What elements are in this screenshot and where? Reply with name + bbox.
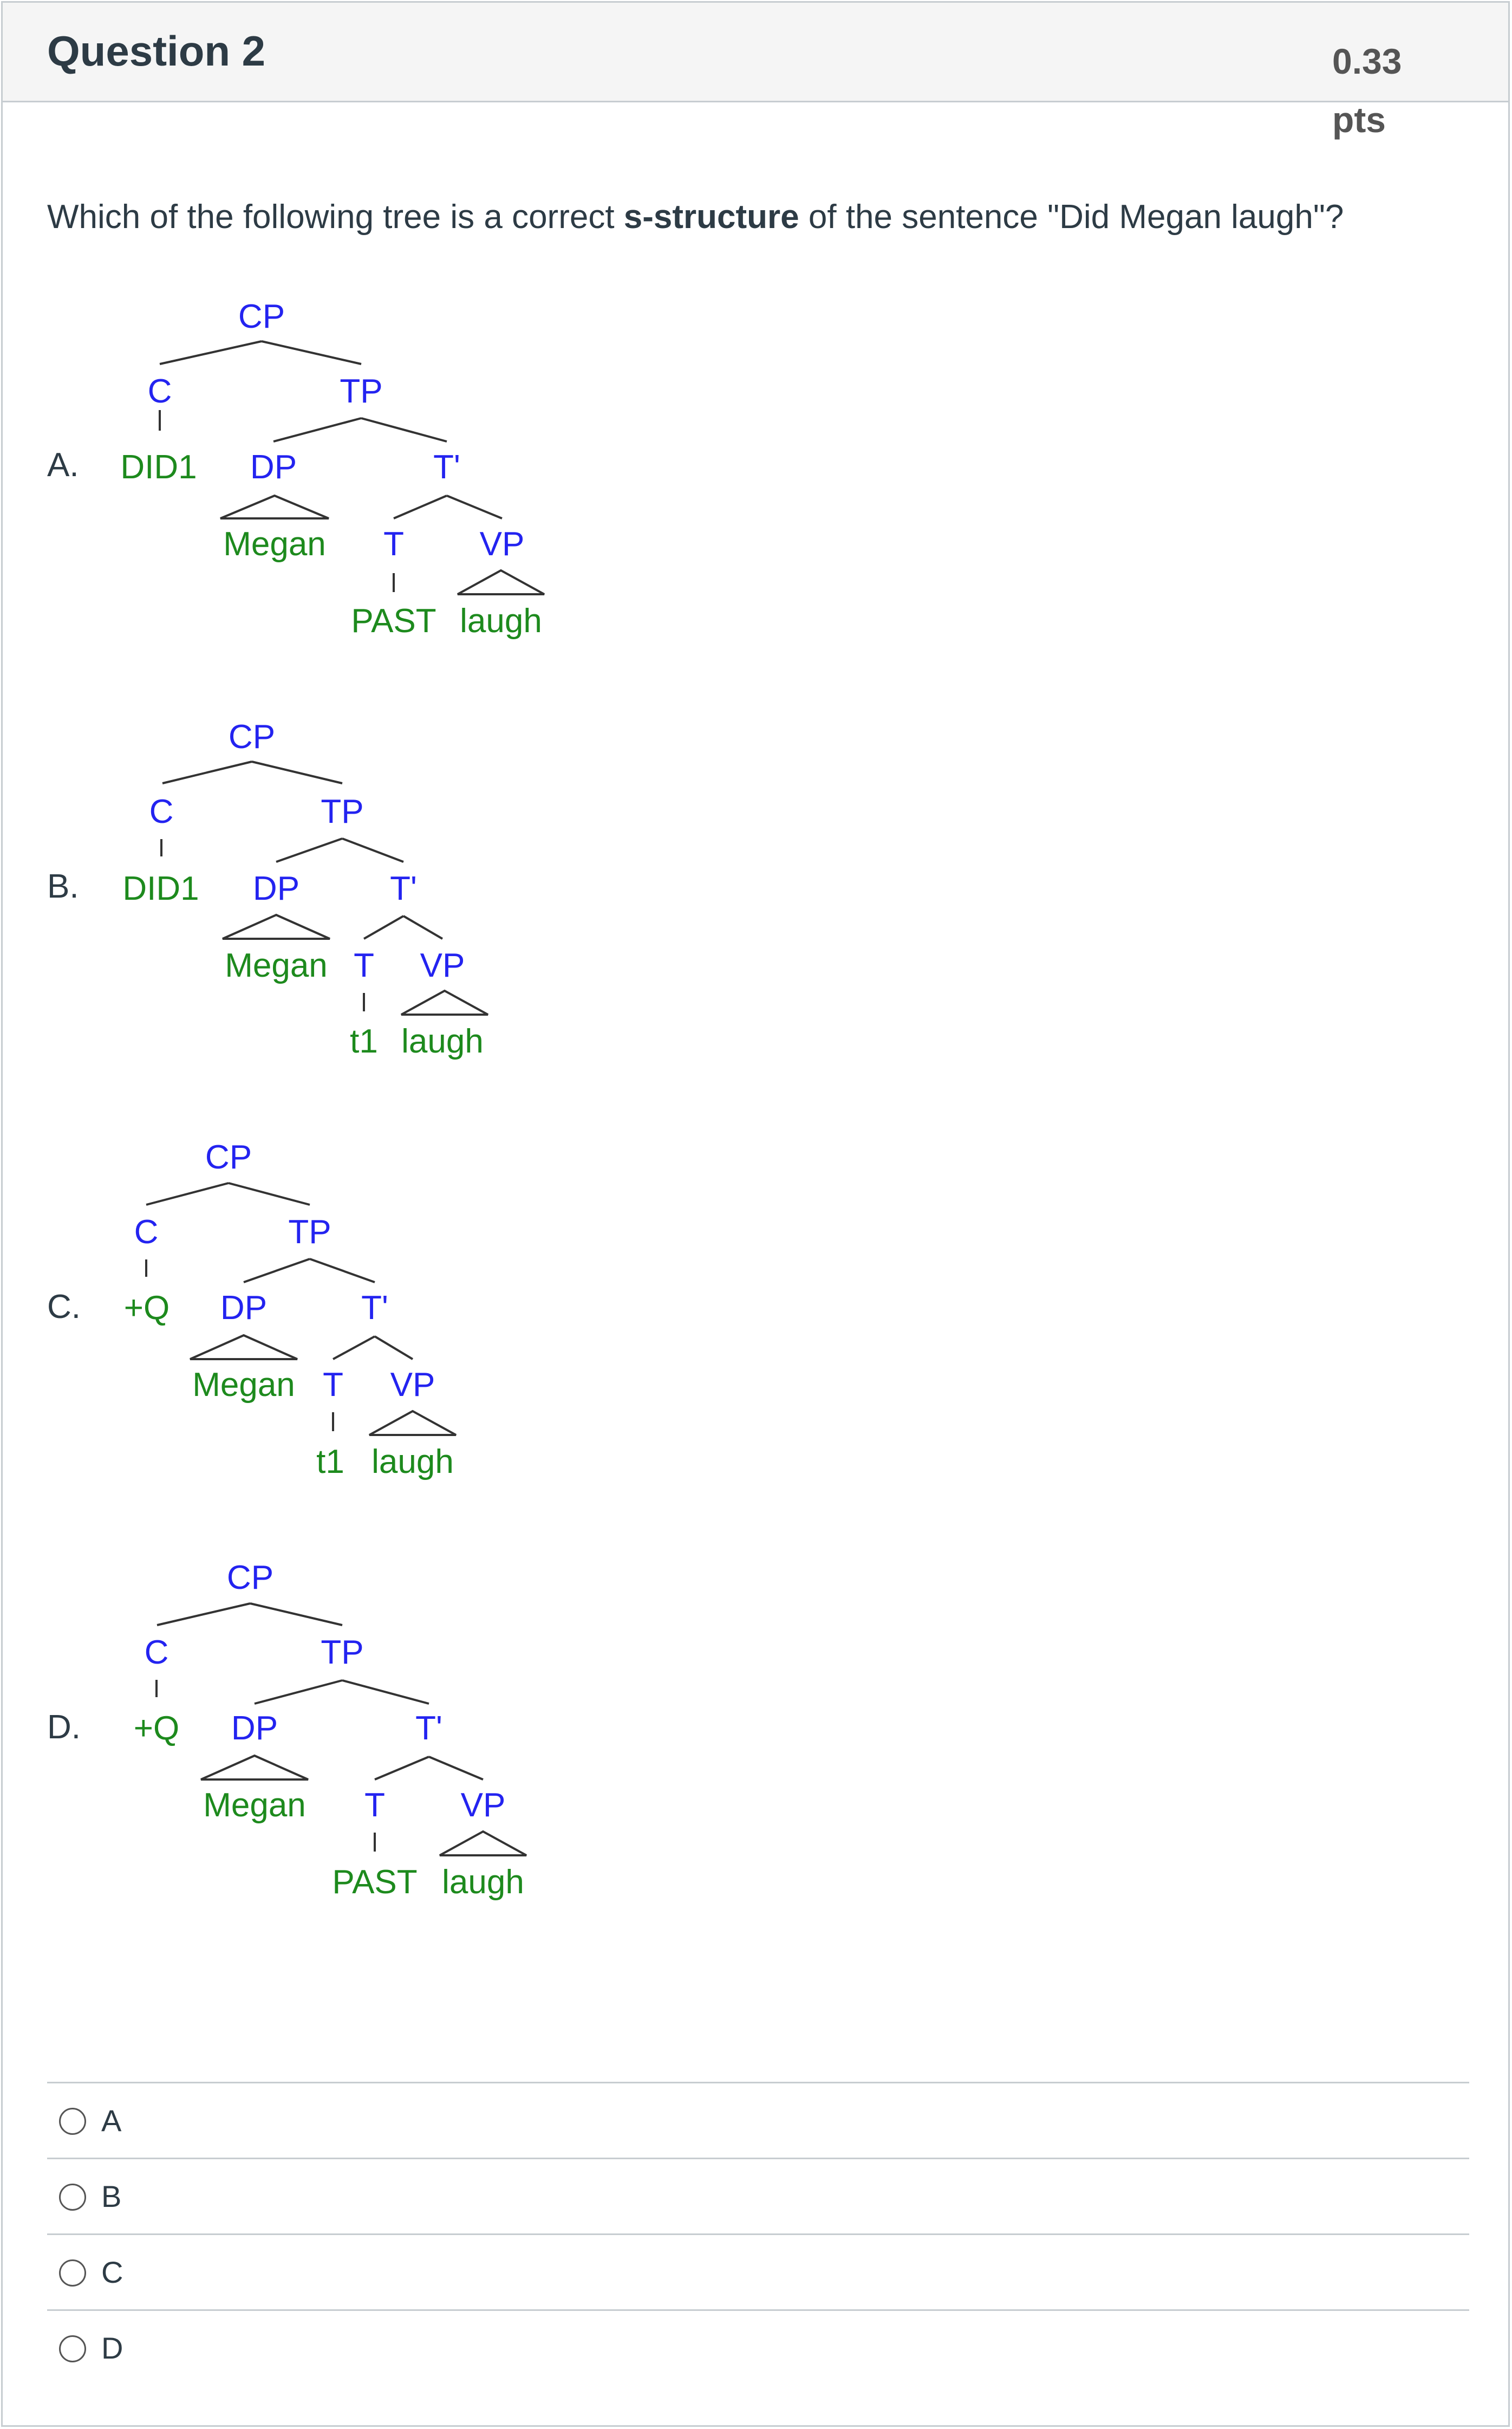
tree-d-cp: CP (227, 1559, 273, 1596)
option-a-letter: A. (47, 446, 79, 484)
tree-c-dp-word: Megan (192, 1366, 295, 1404)
question-prompt: Which of the following tree is a correct… (47, 198, 1344, 236)
tree-a-dp-word: Megan (223, 525, 326, 563)
tree-c-c-head: +Q (124, 1289, 170, 1327)
tree-c-cp: CP (205, 1139, 252, 1176)
tree-c-vp-word: laugh (372, 1443, 454, 1480)
answer-option-a[interactable]: A (47, 2082, 1469, 2158)
tree-a-c-head: DID1 (120, 449, 197, 486)
tree-diagram-d: CP C TP +Q DP T' Megan T VP PAST laugh (134, 1559, 527, 1901)
tree-d-c: C (145, 1634, 169, 1671)
prompt-text-after: of the sentence "Did Megan laugh"? (799, 198, 1344, 236)
radio-button-unchecked-icon[interactable] (59, 2335, 86, 2362)
tree-diagram-b: CP C TP DID1 DP T' Megan T VP t1 laugh (122, 718, 488, 1060)
tree-d-dp: DP (231, 1710, 278, 1747)
tree-b-cp: CP (229, 718, 275, 756)
answer-label-b: B (101, 2179, 122, 2213)
tree-b-vp-word: laugh (401, 1023, 484, 1060)
tree-c-c: C (134, 1213, 159, 1251)
option-d-letter: D. (47, 1709, 81, 1746)
tree-a-vp-word: laugh (460, 602, 542, 640)
tree-diagram-a: CP C TP DID1 DP T' Megan T VP PAST laugh (120, 298, 545, 640)
tree-d-tp: TP (321, 1634, 363, 1671)
tree-d-vp: VP (461, 1787, 506, 1824)
question-header: Question 2 0.33 pts (3, 3, 1508, 140)
tree-c-tbar: T' (361, 1289, 388, 1327)
tree-c-t-word: t1 (316, 1443, 344, 1480)
option-b-letter: B. (47, 868, 79, 905)
tree-a-tbar: T' (433, 449, 460, 486)
tree-d-dp-word: Megan (203, 1787, 306, 1824)
tree-a-cp: CP (238, 298, 285, 335)
answer-label-c: C (101, 2255, 123, 2289)
tree-b-dp-word: Megan (225, 947, 328, 984)
prompt-text-before: Which of the following tree is a correct (47, 198, 624, 236)
tree-a-dp: DP (250, 449, 297, 486)
tree-d-vp-word: laugh (442, 1863, 524, 1901)
tree-c-t: T (323, 1366, 343, 1404)
tree-a-c: C (148, 373, 172, 410)
answer-option-d[interactable]: D (47, 2309, 1469, 2385)
tree-diagram-c: CP C TP +Q DP T' Megan T VP t1 laugh (124, 1139, 457, 1480)
tree-b-c-head: DID1 (122, 870, 199, 907)
tree-a-vp: VP (480, 525, 525, 563)
tree-b-c: C (149, 793, 174, 830)
question-points: 0.33 pts (1332, 41, 1402, 140)
prompt-bold-term: s-structure (623, 198, 799, 236)
tree-c-tp: TP (288, 1213, 331, 1251)
tree-c-dp: DP (220, 1289, 267, 1327)
answer-option-c[interactable]: C (47, 2233, 1469, 2309)
tree-a-t-word: PAST (351, 602, 436, 640)
answer-label-d: D (101, 2331, 123, 2365)
tree-d-c-head: +Q (134, 1710, 179, 1747)
answer-list: A B C D (47, 2082, 1469, 2385)
radio-button-unchecked-icon[interactable] (59, 2184, 86, 2211)
radio-button-unchecked-icon[interactable] (59, 2259, 86, 2287)
tree-a-t: T (383, 525, 404, 563)
answer-option-b[interactable]: B (47, 2158, 1469, 2233)
tree-b-tp: TP (321, 793, 363, 830)
tree-d-t: T (364, 1787, 385, 1824)
tree-a-tp: TP (340, 373, 382, 410)
tree-d-t-word: PAST (332, 1863, 417, 1901)
option-c-letter: C. (47, 1288, 81, 1326)
tree-b-t: T (354, 947, 374, 984)
tree-b-t-word: t1 (350, 1023, 378, 1060)
question-title: Question 2 (47, 27, 266, 75)
tree-b-vp: VP (420, 947, 465, 984)
tree-b-tbar: T' (390, 870, 417, 907)
radio-button-unchecked-icon[interactable] (59, 2108, 86, 2135)
tree-b-dp: DP (253, 870, 299, 907)
tree-d-tbar: T' (415, 1710, 442, 1747)
answer-label-a: A (101, 2103, 122, 2138)
tree-c-vp: VP (390, 1366, 435, 1404)
